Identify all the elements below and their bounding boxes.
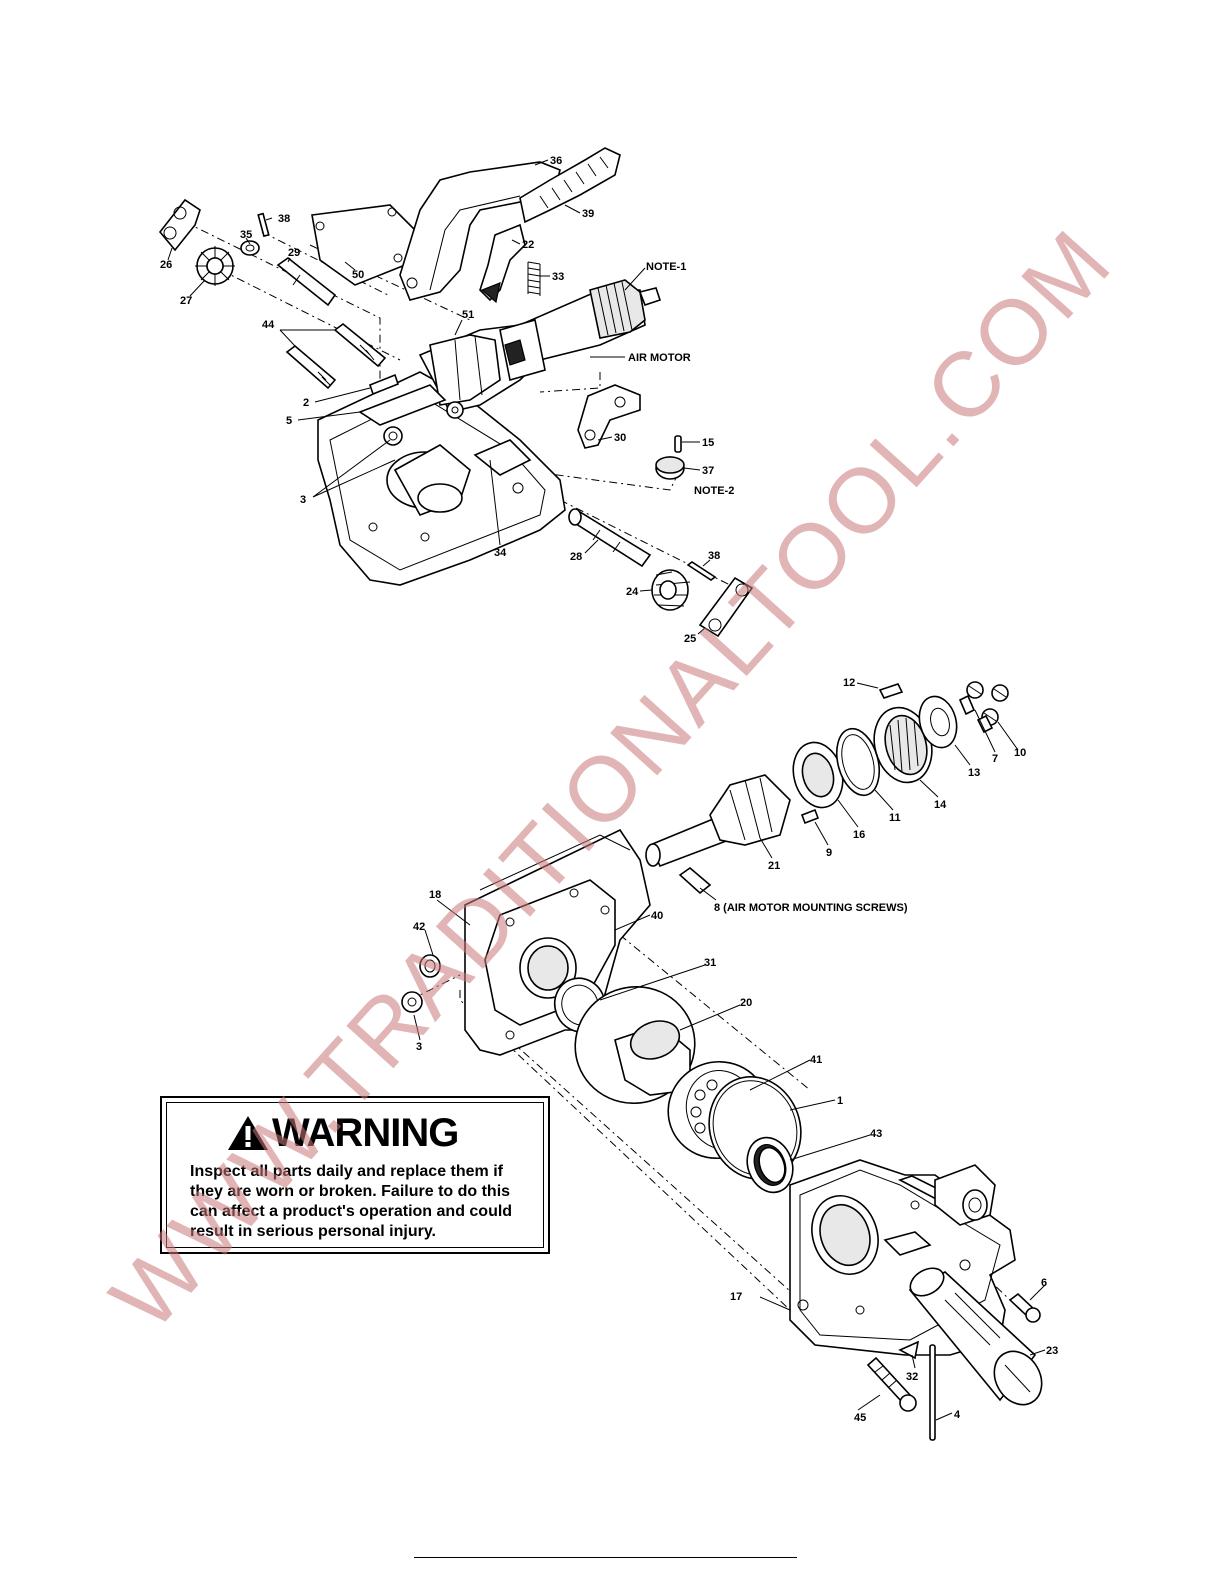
pins-7 bbox=[958, 694, 994, 734]
gear-20 bbox=[574, 985, 696, 1105]
pinion-21 bbox=[645, 774, 791, 868]
screw-8 bbox=[678, 866, 712, 895]
callout-10: 10 bbox=[1014, 747, 1026, 759]
warning-triangle-icon bbox=[228, 1116, 268, 1150]
callout-air-motor: AIR MOTOR bbox=[628, 352, 691, 364]
retaining-ring-35 bbox=[240, 240, 260, 256]
callout-16: 16 bbox=[853, 829, 865, 841]
callout-6: 6 bbox=[1041, 1277, 1047, 1289]
callout-36: 36 bbox=[550, 155, 562, 167]
callout-labels: 36 39 38 22 35 29 33 NOTE-1 26 50 27 44 … bbox=[160, 155, 1058, 1424]
pin-4 bbox=[929, 1344, 936, 1441]
pin-38-bottom bbox=[686, 561, 717, 581]
callout-15: 15 bbox=[702, 437, 714, 449]
callout-24: 24 bbox=[626, 586, 639, 598]
callout-28: 28 bbox=[570, 551, 582, 563]
callout-9: 9 bbox=[826, 847, 832, 859]
callout-14: 14 bbox=[934, 799, 947, 811]
callout-note-2: NOTE-2 bbox=[694, 485, 734, 497]
callout-37: 37 bbox=[702, 465, 714, 477]
warning-inner-border bbox=[166, 1102, 544, 1248]
callout-21: 21 bbox=[768, 860, 780, 872]
callout-43: 43 bbox=[870, 1128, 882, 1140]
callout-26: 26 bbox=[160, 259, 172, 271]
pin-38-top bbox=[257, 212, 270, 238]
footer-rule bbox=[414, 1557, 797, 1558]
callout-20: 20 bbox=[740, 997, 752, 1009]
ring-gear-14 bbox=[873, 706, 933, 784]
carrier-13 bbox=[918, 695, 958, 749]
pivot-block bbox=[897, 1164, 996, 1226]
callout-44: 44 bbox=[262, 319, 275, 331]
callout-3-top: 3 bbox=[300, 494, 306, 506]
callout-25: 25 bbox=[684, 633, 696, 645]
warning-title: WARNING bbox=[272, 1111, 459, 1155]
callout-4: 4 bbox=[954, 1409, 961, 1421]
shaft-28 bbox=[568, 508, 652, 568]
callout-32: 32 bbox=[906, 1371, 918, 1383]
warning-text: Inspect all parts daily and replace them… bbox=[190, 1163, 513, 1240]
spring-33 bbox=[527, 261, 541, 296]
callout-8: 8 (AIR MOTOR MOUNTING SCREWS) bbox=[714, 902, 908, 914]
key-9 bbox=[800, 808, 820, 825]
callout-45: 45 bbox=[854, 1412, 866, 1424]
callout-42: 42 bbox=[413, 921, 425, 933]
callout-2: 2 bbox=[303, 397, 309, 409]
callout-30: 30 bbox=[614, 432, 626, 444]
gear-24 bbox=[651, 569, 691, 611]
callout-40: 40 bbox=[651, 910, 663, 922]
callout-31: 31 bbox=[704, 957, 716, 969]
handle-36 bbox=[399, 147, 621, 301]
warning-header: WARNING bbox=[226, 1110, 459, 1156]
callout-13: 13 bbox=[968, 767, 980, 779]
callout-1: 1 bbox=[837, 1095, 843, 1107]
screw-2 bbox=[369, 373, 399, 396]
callout-51: 51 bbox=[462, 309, 474, 321]
callout-23: 23 bbox=[1046, 1345, 1058, 1357]
nut-3-bottom bbox=[401, 991, 423, 1013]
callout-7: 7 bbox=[992, 753, 998, 765]
air-motor bbox=[418, 279, 662, 413]
screws-44 bbox=[285, 322, 387, 390]
callout-35: 35 bbox=[240, 229, 252, 241]
callout-17: 17 bbox=[730, 1291, 742, 1303]
callout-5: 5 bbox=[286, 415, 292, 427]
output-shaft-23 bbox=[908, 1267, 1043, 1406]
callout-22: 22 bbox=[522, 239, 534, 251]
warning-box: WARNING Inspect all parts daily and repl… bbox=[160, 1096, 550, 1254]
callout-38-bottom: 38 bbox=[708, 550, 720, 562]
screw-45 bbox=[866, 1356, 917, 1412]
callout-12: 12 bbox=[843, 677, 855, 689]
callout-50: 50 bbox=[352, 269, 364, 281]
seal-43 bbox=[746, 1136, 794, 1194]
bushing-42 bbox=[419, 954, 441, 978]
key-12 bbox=[878, 683, 904, 699]
callout-27: 27 bbox=[180, 295, 192, 307]
key-32 bbox=[898, 1340, 920, 1360]
lock-plate-26 bbox=[158, 198, 201, 252]
trigger-22 bbox=[479, 223, 526, 304]
callout-34: 34 bbox=[494, 547, 507, 559]
callout-18: 18 bbox=[429, 889, 441, 901]
lock-plate-25 bbox=[698, 576, 754, 638]
bracket-5 bbox=[358, 384, 447, 426]
callout-38-top: 38 bbox=[278, 213, 290, 225]
leader-lines bbox=[167, 159, 1046, 1421]
gear-27 bbox=[195, 246, 235, 286]
callout-note-1: NOTE-1 bbox=[646, 261, 686, 273]
screw-6 bbox=[1008, 1292, 1041, 1323]
callout-39: 39 bbox=[582, 208, 594, 220]
callout-41: 41 bbox=[810, 1054, 822, 1066]
pin-15 bbox=[674, 435, 682, 453]
callout-3-bottom: 3 bbox=[416, 1041, 422, 1053]
cap-37 bbox=[655, 456, 685, 480]
callout-29: 29 bbox=[288, 247, 300, 259]
callout-11: 11 bbox=[889, 812, 901, 824]
callout-33: 33 bbox=[552, 271, 564, 283]
lever-30 bbox=[577, 384, 641, 449]
shaft-29 bbox=[276, 257, 337, 307]
